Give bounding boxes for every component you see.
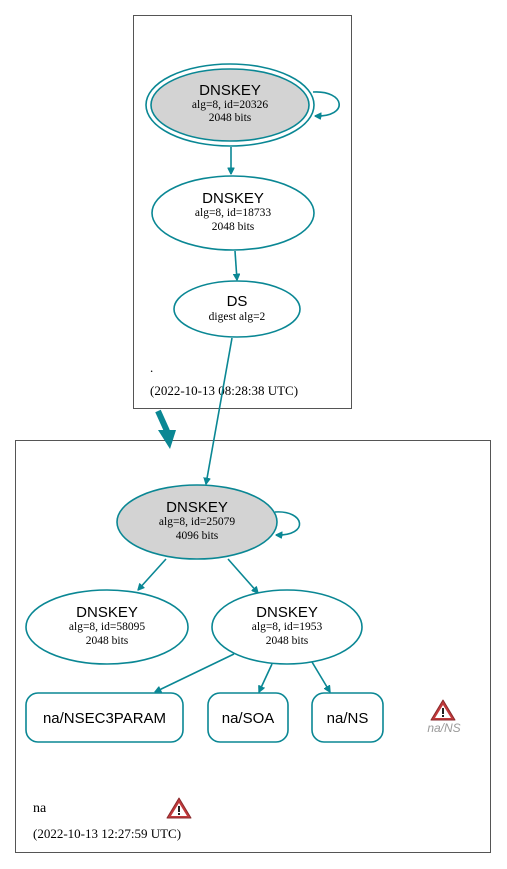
node-root-ksk[interactable]: DNSKEY alg=8, id=20326 2048 bits — [145, 63, 315, 147]
node-root-ds[interactable]: DS digest alg=2 — [173, 280, 301, 338]
root-zsk-title: DNSKEY — [202, 190, 264, 207]
ns-warning[interactable]: na/NS — [427, 699, 461, 735]
na-ksk-shape — [116, 484, 278, 560]
na-key-1953-shape — [211, 589, 363, 665]
node-na-key-58095[interactable]: DNSKEY alg=8, id=58095 2048 bits — [25, 589, 189, 665]
na-key-58095-alg: alg=8, id=58095 — [69, 621, 145, 633]
na-ksk-bits: 4096 bits — [176, 530, 219, 542]
na-key-58095-bits: 2048 bits — [86, 635, 129, 647]
root-zsk-alg: alg=8, id=18733 — [195, 207, 271, 219]
root-zone-timestamp: (2022-10-13 08:28:38 UTC) — [150, 383, 298, 398]
edge-delegation — [155, 409, 170, 433]
na-key-58095-title: DNSKEY — [76, 604, 138, 621]
na-soa-label: na/SOA — [222, 710, 275, 727]
warning-triangle-icon — [430, 699, 456, 721]
root-ds-title: DS — [227, 293, 248, 310]
node-na-key-1953[interactable]: DNSKEY alg=8, id=1953 2048 bits — [211, 589, 363, 665]
root-ds-digest: digest alg=2 — [209, 311, 266, 323]
edge-na-ksk-to-1953 — [227, 558, 258, 593]
na-ns-label: na/NS — [327, 710, 369, 727]
ns-warning-label: na/NS — [427, 721, 460, 735]
na-key-58095-shape — [25, 589, 189, 665]
na-zone-timestamp: (2022-10-13 12:27:59 UTC) — [33, 826, 181, 841]
edge-na-ksk-self — [274, 511, 301, 535]
edge-na-ksk-to-58095 — [138, 558, 167, 590]
edge-ds-to-na-ksk — [206, 337, 233, 484]
edge-1953-to-soa — [259, 663, 273, 692]
edges — [138, 91, 340, 692]
root-ksk-outer-ring — [145, 63, 315, 147]
na-nsec3param-shape — [25, 692, 184, 743]
na-key-1953-alg: alg=8, id=1953 — [252, 621, 323, 633]
na-ksk-title: DNSKEY — [166, 499, 228, 516]
root-ksk-bits: 2048 bits — [209, 112, 252, 124]
node-na-nsec3param[interactable]: na/NSEC3PARAM — [25, 692, 184, 743]
root-ksk-shape — [150, 68, 310, 142]
root-ksk-alg: alg=8, id=20326 — [192, 99, 268, 111]
na-ns-shape — [311, 692, 384, 743]
na-key-1953-bits: 2048 bits — [266, 635, 309, 647]
na-soa-shape — [207, 692, 289, 743]
na-ksk-alg: alg=8, id=25079 — [159, 516, 235, 528]
edge-1953-to-ns — [311, 661, 330, 692]
zone-warning-triangle-icon[interactable] — [166, 797, 192, 819]
root-zone-name: . — [150, 360, 153, 375]
delegation-arrowhead — [158, 430, 176, 449]
node-na-ksk[interactable]: DNSKEY alg=8, id=25079 4096 bits — [116, 484, 278, 560]
node-root-zsk[interactable]: DNSKEY alg=8, id=18733 2048 bits — [151, 175, 315, 251]
edge-root-ksk-self — [312, 91, 340, 116]
node-na-soa[interactable]: na/SOA — [207, 692, 289, 743]
root-zsk-bits: 2048 bits — [212, 221, 255, 233]
root-ksk-title: DNSKEY — [199, 82, 261, 99]
node-na-ns[interactable]: na/NS — [311, 692, 384, 743]
root-zsk-shape — [151, 175, 315, 251]
root-ds-shape — [173, 280, 301, 338]
na-zone-name: na — [33, 801, 47, 816]
na-key-1953-title: DNSKEY — [256, 604, 318, 621]
edge-root-zsk-to-ds — [235, 250, 237, 280]
na-nsec3param-label: na/NSEC3PARAM — [43, 710, 166, 727]
edge-1953-to-nsec3param — [155, 653, 235, 692]
